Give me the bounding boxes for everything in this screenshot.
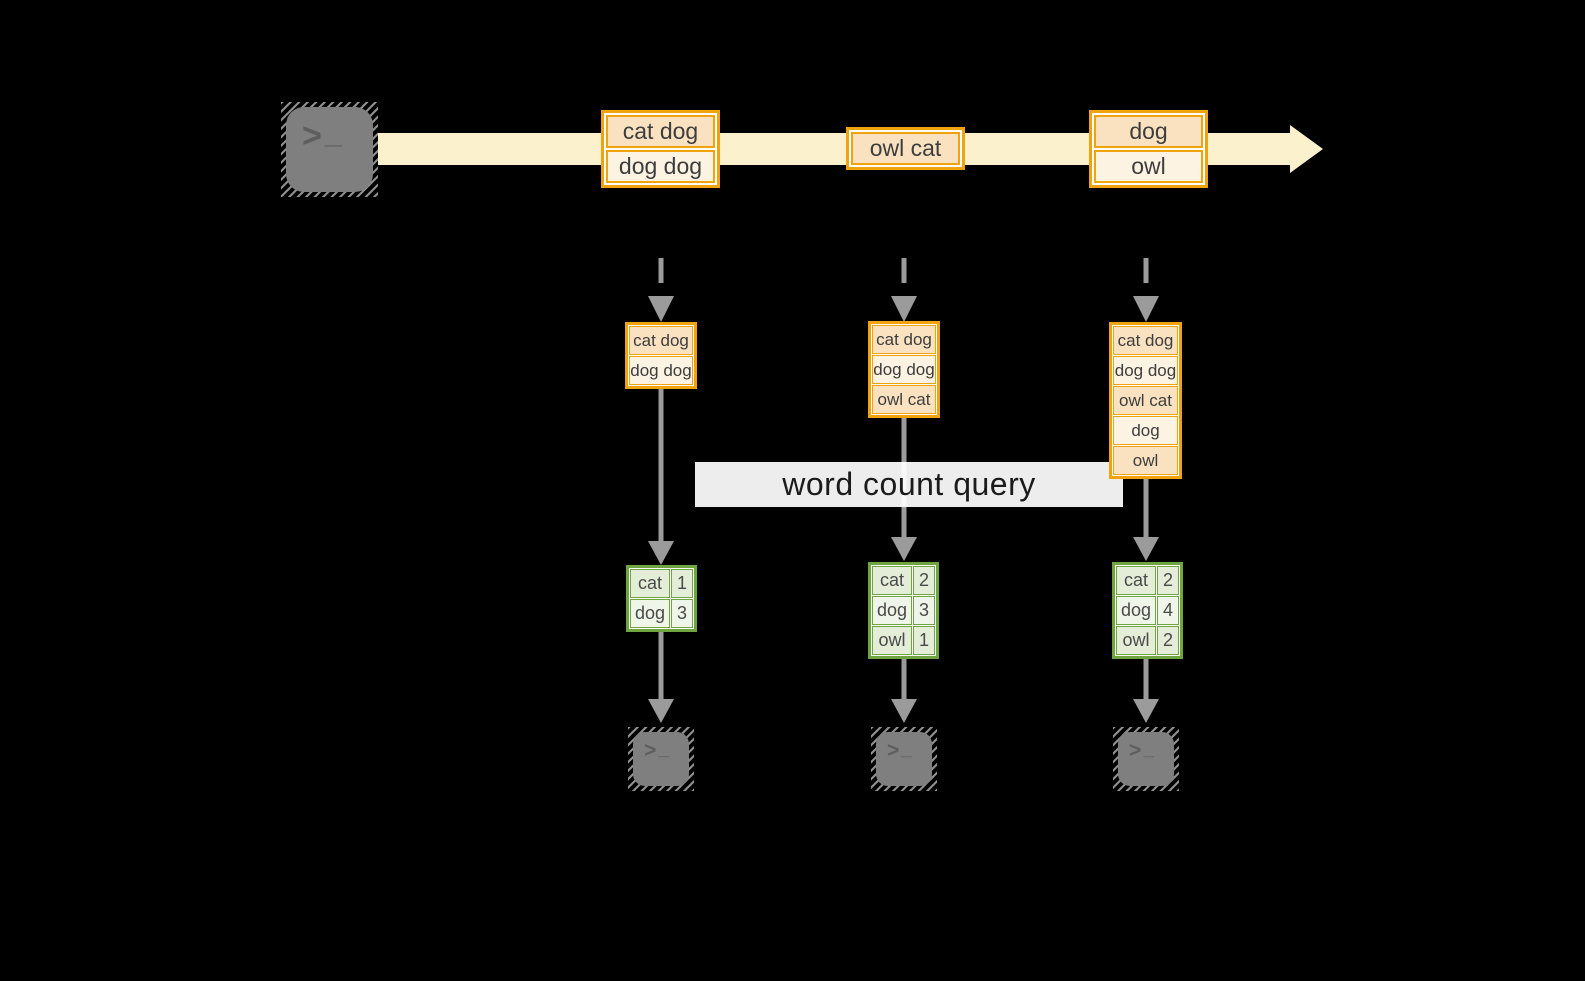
prompt-chevron-icon: >	[302, 117, 322, 155]
buffer-line: cat dog	[1113, 326, 1178, 355]
table-row: cat 2	[1116, 566, 1179, 595]
prompt-chevron-icon: >	[1129, 739, 1142, 762]
buffer-box-1: cat dog dog dog	[625, 322, 697, 389]
prompt-underscore-icon: _	[1143, 739, 1154, 760]
terminal-screen: > _	[1118, 732, 1174, 786]
sink-terminal-icon-2: > _	[871, 727, 937, 791]
word-cell: dog	[630, 599, 670, 628]
table-row: owl 1	[872, 626, 935, 655]
count-cell: 1	[671, 569, 693, 598]
count-cell: 3	[913, 596, 935, 625]
count-table-1: cat 1 dog 3	[626, 565, 697, 632]
count-table-3: cat 2 dog 4 owl 2	[1112, 562, 1183, 659]
buffer-line: owl cat	[1113, 386, 1178, 415]
event-line: dog dog	[606, 150, 715, 183]
terminal-screen: > _	[633, 732, 689, 786]
count-cell: 1	[913, 626, 935, 655]
table-row: dog 3	[872, 596, 935, 625]
count-cell: 3	[671, 599, 693, 628]
buffer-line: owl cat	[872, 385, 936, 414]
buffer-line: cat dog	[629, 326, 693, 355]
source-terminal-icon: > _	[281, 102, 378, 197]
buffer-line: dog	[1113, 416, 1178, 445]
word-cell: cat	[630, 569, 670, 598]
table-row: owl 2	[1116, 626, 1179, 655]
word-cell: cat	[872, 566, 912, 595]
word-cell: owl	[872, 626, 912, 655]
query-label: word count query	[695, 462, 1123, 507]
prompt-chevron-icon: >	[887, 739, 900, 762]
count-cell: 2	[1157, 566, 1179, 595]
terminal-screen: > _	[286, 107, 373, 192]
count-cell: 4	[1157, 596, 1179, 625]
event-line: owl cat	[851, 132, 960, 165]
count-table-2: cat 2 dog 3 owl 1	[868, 562, 939, 659]
sink-terminal-icon-3: > _	[1113, 727, 1179, 791]
word-cell: owl	[1116, 626, 1156, 655]
event-line: owl	[1094, 150, 1203, 183]
table-row: dog 3	[630, 599, 693, 628]
stream-arrowhead-icon	[1290, 125, 1323, 173]
prompt-underscore-icon: _	[901, 739, 912, 760]
buffer-line: dog dog	[1113, 356, 1178, 385]
stream-event-box-1: cat dog dog dog	[601, 110, 720, 188]
buffer-box-3: cat dog dog dog owl cat dog owl	[1109, 322, 1182, 479]
buffer-line: owl	[1113, 446, 1178, 475]
event-line: cat dog	[606, 115, 715, 148]
stream-event-box-2: owl cat	[846, 127, 965, 170]
prompt-underscore-icon: _	[658, 739, 669, 760]
buffer-line: dog dog	[629, 356, 693, 385]
word-cell: dog	[1116, 596, 1156, 625]
table-row: dog 4	[1116, 596, 1179, 625]
event-line: dog	[1094, 115, 1203, 148]
prompt-underscore-icon: _	[324, 117, 342, 150]
count-cell: 2	[1157, 626, 1179, 655]
buffer-line: cat dog	[872, 325, 936, 354]
buffer-line: dog dog	[872, 355, 936, 384]
table-row: cat 1	[630, 569, 693, 598]
word-cell: dog	[872, 596, 912, 625]
terminal-screen: > _	[876, 732, 932, 786]
sink-terminal-icon-1: > _	[628, 727, 694, 791]
table-row: cat 2	[872, 566, 935, 595]
buffer-box-2: cat dog dog dog owl cat	[868, 321, 940, 418]
count-cell: 2	[913, 566, 935, 595]
stream-event-box-3: dog owl	[1089, 110, 1208, 188]
prompt-chevron-icon: >	[644, 739, 657, 762]
word-cell: cat	[1116, 566, 1156, 595]
